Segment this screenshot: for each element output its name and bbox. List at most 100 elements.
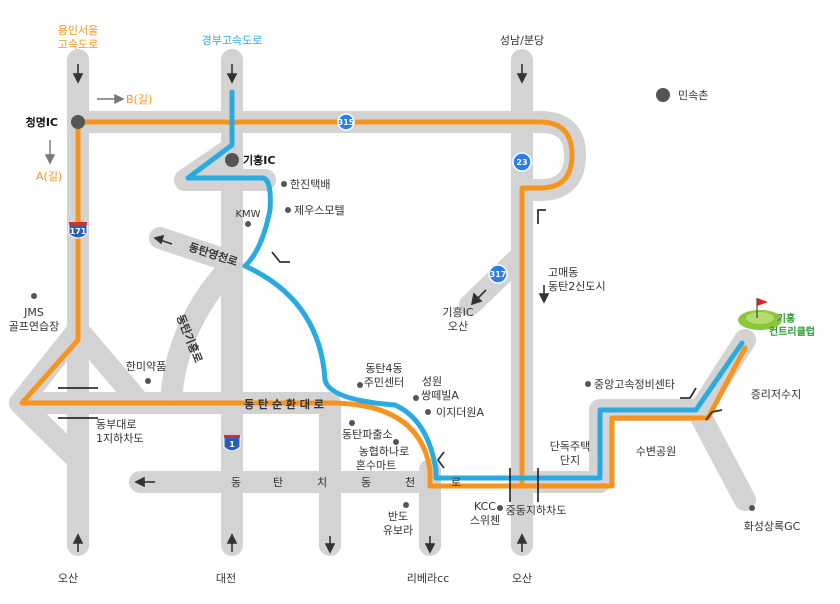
route-a [19, 119, 748, 489]
road-name-char: 동 [361, 476, 371, 489]
nonghyup-label-1: 농협하나로 [359, 444, 410, 458]
labels: 용인서울 고속도로 경부고속도로 성남/분당 B(길) A(길) 청명IC 기흥… [9, 24, 815, 585]
seongwon-label-2: 쌍떼빌A [421, 389, 459, 402]
top-label-yongin-1: 용인서울 [58, 24, 98, 37]
arrow-right-icon [97, 93, 125, 105]
place-dot [285, 207, 291, 213]
place-dot [425, 409, 431, 415]
arrow-left-icon [134, 476, 155, 488]
arrows [72, 64, 550, 554]
dongtan-police-label: 동탄파출소 [342, 428, 393, 441]
arrow-down-icon [424, 536, 436, 554]
kcc-label-1: KCC [474, 500, 496, 513]
road-network [9, 49, 756, 556]
badge-317-label: 317 [490, 270, 507, 279]
arrow-down-icon [324, 536, 336, 554]
arrow-up-icon [72, 533, 84, 552]
place-dot [71, 115, 85, 129]
arrow-down-icon [226, 64, 238, 84]
road-hwaseong [689, 404, 756, 511]
turn-icon [705, 409, 723, 421]
road-dongtan-yeongcheon [149, 227, 243, 273]
road-name-char: 천 [405, 475, 415, 489]
turn-markers [271, 209, 723, 469]
turn-icon [271, 251, 290, 263]
legend-arrows [44, 93, 125, 165]
road-name-char: 탄 [273, 476, 283, 489]
place-dot [413, 395, 419, 401]
place-dot [357, 382, 363, 388]
bottom-label-osan-right: 오산 [512, 572, 532, 585]
hanmi-label: 한미약품 [126, 359, 166, 373]
top-label-seongnam: 성남/분당 [500, 34, 544, 47]
gomae-label-2: 동탄2신도시 [548, 280, 606, 293]
badge-317: 317 [488, 264, 508, 284]
golf-label-2: 컨트리클럽 [769, 325, 815, 338]
badge-23-label: 23 [516, 158, 527, 167]
turn-icon [436, 451, 445, 469]
dongbu-label-1: 동부대로 [96, 418, 136, 431]
bottom-label-riverachill: 리베라cc [407, 572, 449, 585]
point-markers [31, 88, 755, 511]
dongtan4-label-2: 주민센터 [364, 376, 404, 389]
top-label-gyeongbu: 경부고속도로 [202, 34, 263, 47]
bando-label-1: 반도 [388, 510, 408, 523]
a-route-label: A(길) [36, 170, 62, 183]
place-dot [245, 221, 251, 227]
place-dot [225, 153, 239, 167]
turn-icon [680, 387, 697, 399]
badge-315: 315 [337, 113, 355, 131]
nonghyup-label-2: 혼수마트 [356, 459, 396, 472]
road-name-char: 치 [317, 476, 327, 489]
minsokchon-label: 민속촌 [678, 89, 708, 102]
place-dot [393, 439, 399, 445]
road-dongtan-giheung [161, 254, 243, 401]
cheongmyeong-ic-label: 청명IC [26, 115, 58, 129]
subyeon-label: 수변공원 [636, 445, 676, 458]
road-name-dongtan-sunhwan: 동 탄 순 환 대 로 [244, 397, 324, 411]
badge-1-label: 1 [229, 440, 235, 449]
badge-1: 1 [223, 435, 241, 452]
place-dot [31, 293, 37, 299]
bando-label-2: 유보라 [383, 524, 413, 537]
jeu-motel-label: 제우스모텔 [294, 204, 345, 217]
giheung-ic-label: 기흥IC [243, 153, 275, 167]
arrow-down-icon [72, 64, 84, 84]
bottom-label-osan-left: 오산 [58, 572, 78, 585]
arrow-up-icon [226, 533, 238, 552]
arrow-down-icon [516, 64, 528, 84]
kcc-label-2: 스위첸 [470, 514, 500, 527]
jms-label-2: 골프연습장 [9, 320, 60, 333]
kmw-label: KMW [235, 209, 260, 220]
place-dot [403, 502, 409, 508]
arrow-left-icon [153, 234, 173, 245]
seongwon-label-1: 성원 [422, 375, 442, 388]
route-b [185, 89, 745, 481]
place-dot [281, 181, 287, 187]
badge-171: 171 [68, 222, 88, 239]
giheung-osan-label-1: 기흥IC [442, 305, 473, 319]
top-label-yongin-2: 고속도로 [58, 38, 98, 51]
dongbu-label-2: 1지하차도 [96, 431, 143, 445]
dongtan4-label-1: 동탄4동 [365, 362, 402, 375]
jungdong-label: 중동지하차도 [506, 503, 567, 517]
underpass-lines [58, 387, 539, 502]
place-dot [749, 505, 755, 511]
place-dot [349, 420, 355, 426]
arrow-up-icon [516, 533, 528, 552]
dandok-label-2: 단지 [560, 454, 580, 467]
jungang-label: 중앙고속정비센타 [594, 378, 675, 391]
place-dot [585, 381, 591, 387]
place-dot [145, 378, 151, 384]
easy-world-label: 이지더원A [436, 406, 484, 419]
arrow-down-icon [44, 140, 56, 165]
road-name-char: 로 [451, 476, 461, 489]
golf-club-icon [738, 298, 782, 330]
gomae-label-1: 고매동 [548, 266, 578, 279]
place-dot [497, 505, 503, 511]
giheung-osan-label-2: 오산 [448, 320, 468, 333]
jms-label-1: JMS [23, 306, 44, 319]
badge-23: 23 [512, 152, 532, 172]
badge-315-label: 315 [338, 118, 355, 127]
